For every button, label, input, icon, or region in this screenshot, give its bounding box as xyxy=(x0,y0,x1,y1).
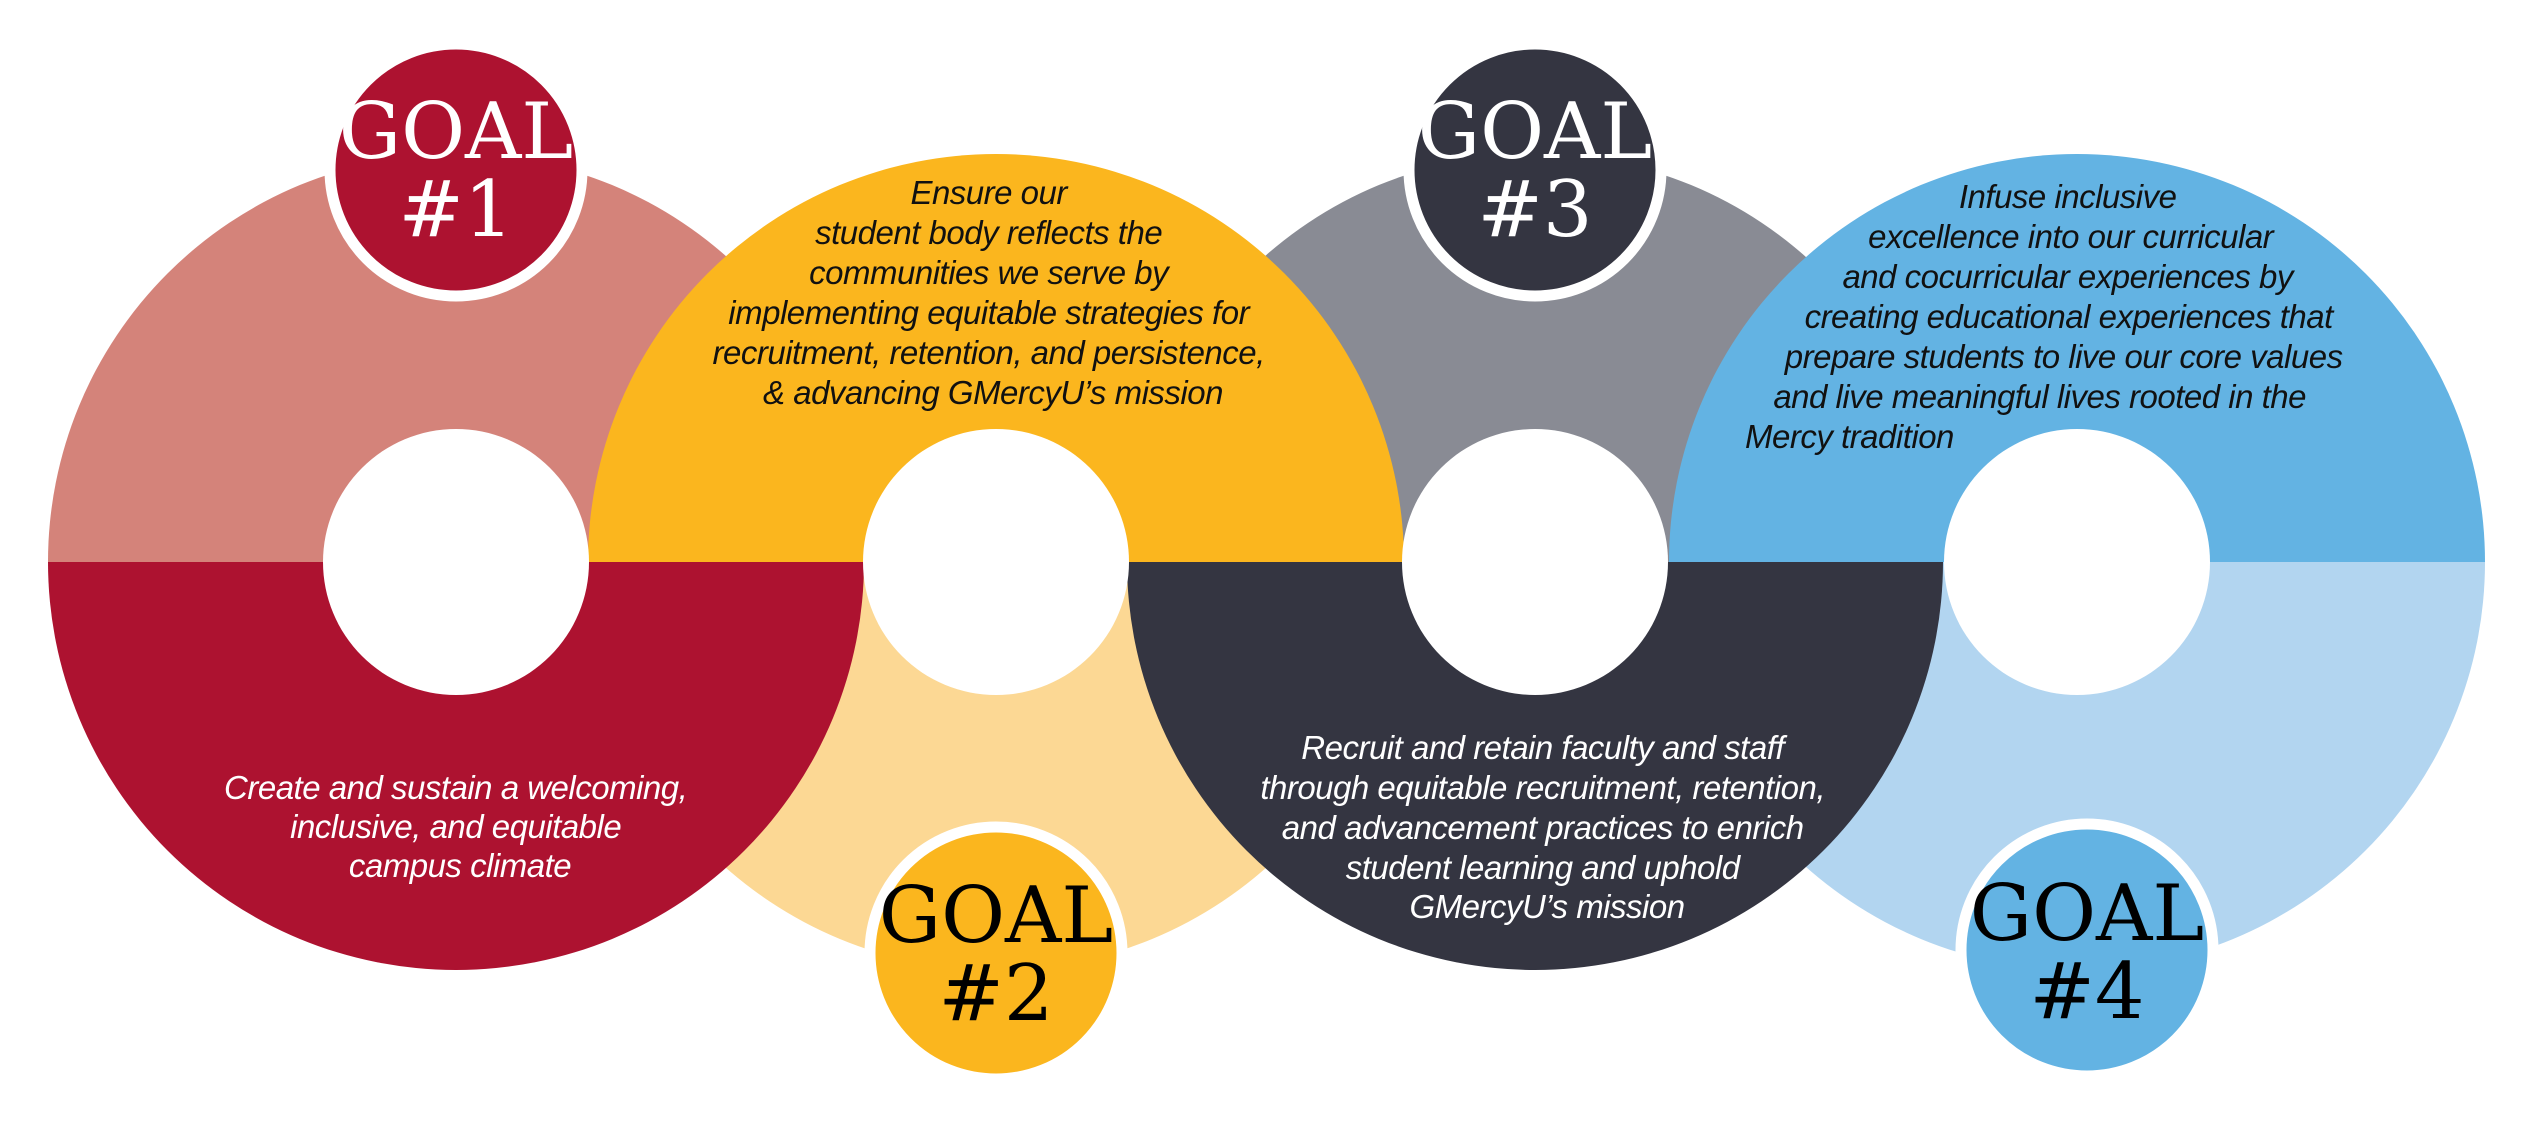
goal4-number: #4 xyxy=(2030,947,2145,1037)
goal3-description: Recruit and retain faculty and staff thr… xyxy=(1260,729,1833,925)
goal1-ring-hole xyxy=(323,429,589,695)
goal1-description: Create and sustain a welcoming, inclusiv… xyxy=(224,769,696,884)
goal3-line: GMercyU’s mission xyxy=(1409,888,1684,925)
goal3-line: Recruit and retain faculty and staff xyxy=(1301,729,1788,766)
goal2-ring-hole xyxy=(863,429,1129,695)
goal2-line: recruitment, retention, and persistence, xyxy=(713,334,1265,371)
goal2-line: & advancing GMercyU’s mission xyxy=(763,374,1223,411)
goal4-line: Infuse inclusive xyxy=(1959,178,2177,215)
goal4-line: and cocurricular experiences by xyxy=(1842,258,2295,295)
goal1-bottom-segment xyxy=(48,562,864,970)
goal4-top-segment xyxy=(1669,154,2485,562)
goal3-title: GOAL xyxy=(1418,87,1652,177)
goal2-line: implementing equitable strategies for xyxy=(728,294,1251,331)
goal2-line: Ensure our xyxy=(910,174,1069,211)
goal4-description: Infuse inclusive excellence into our cur… xyxy=(1745,178,2351,455)
goal4-line: excellence into our curricular xyxy=(1868,218,2276,255)
goal3-line: student learning and uphold xyxy=(1346,849,1742,886)
goal1-title: GOAL xyxy=(339,87,573,177)
goal3-line: and advancement practices to enrich xyxy=(1282,809,1804,846)
goal4-line: Mercy tradition xyxy=(1745,418,1954,455)
goal1-line: inclusive, and equitable xyxy=(290,808,621,845)
goal4-line: and live meaningful lives rooted in the xyxy=(1773,378,2306,415)
goal3-badge: GOAL #3 xyxy=(1403,38,1667,302)
goal1-number: #1 xyxy=(399,165,514,255)
goal3-number: #3 xyxy=(1478,165,1593,255)
goal2-line: student body reflects the xyxy=(815,214,1162,251)
goal4-line: creating educational experiences that xyxy=(1805,298,2336,335)
goal3-ring-hole xyxy=(1402,429,1668,695)
goal1-line: Create and sustain a welcoming, xyxy=(224,769,687,806)
goal2-top-segment xyxy=(588,154,1404,562)
goal2-badge: GOAL #2 xyxy=(864,821,1128,1085)
goal4-badge: GOAL #4 xyxy=(1955,818,2219,1082)
goal4-title: GOAL xyxy=(1970,869,2204,959)
goal2-description: Ensure our student body reflects the com… xyxy=(713,174,1274,411)
goal3-line: through equitable recruitment, retention… xyxy=(1260,769,1825,806)
goal3-bottom-segment xyxy=(1127,562,1943,970)
goal2-title: GOAL xyxy=(879,871,1113,961)
goal4-ring-hole xyxy=(1944,429,2210,695)
goal1-badge: GOAL #1 xyxy=(324,38,588,302)
goal2-number: #2 xyxy=(939,949,1054,1039)
goal1-line: campus climate xyxy=(349,847,571,884)
goal4-line: prepare students to live our core values xyxy=(1784,338,2343,375)
goal2-line: communities we serve by xyxy=(809,254,1171,291)
